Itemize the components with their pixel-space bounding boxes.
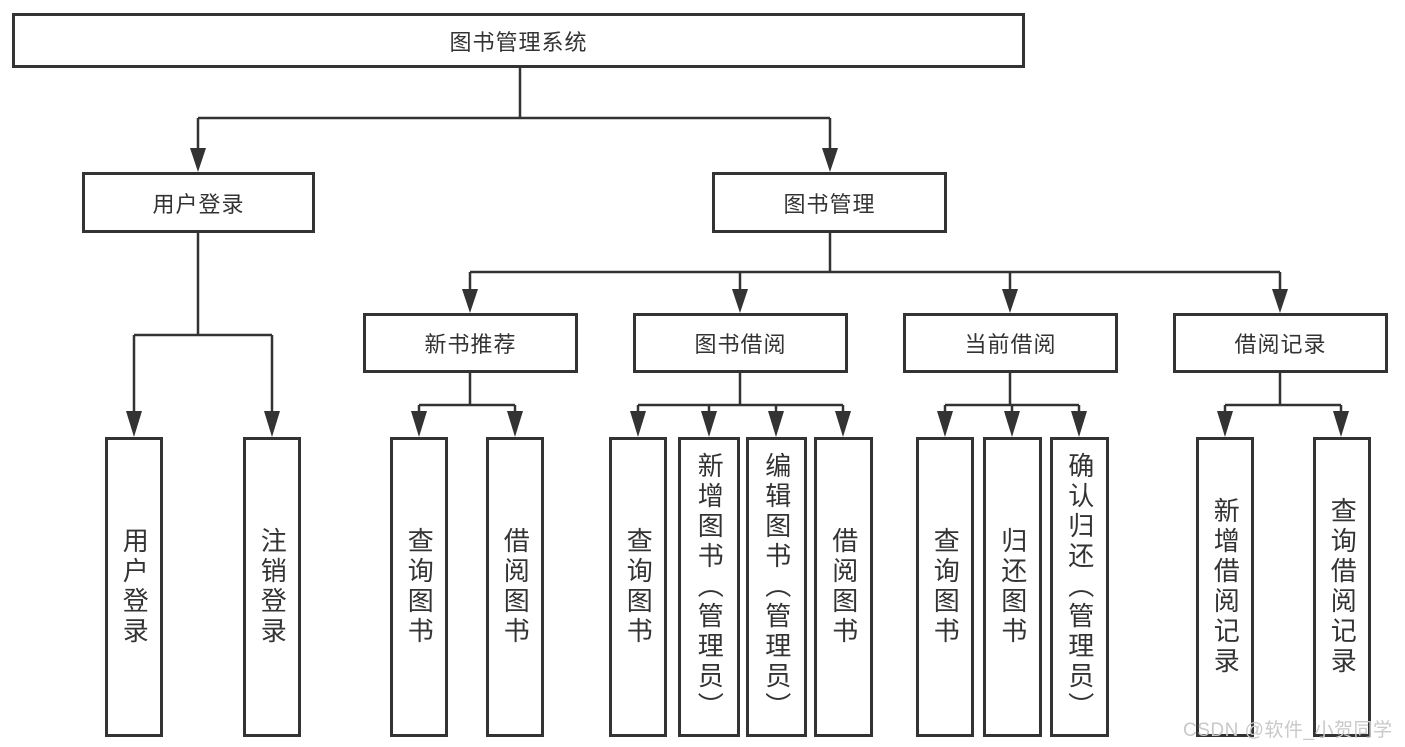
node-book-management-label: 图书管理 — [783, 191, 876, 217]
node-new-book-recommendation: 新书推荐 — [363, 313, 578, 373]
leaf-logout: 注销登录 — [243, 437, 301, 737]
leaf-add-books-admin-label: 新增图书（管理员） — [694, 452, 725, 722]
leaf-query-books-current-label: 查询图书 — [930, 527, 961, 647]
leaf-query-books-current: 查询图书 — [916, 437, 974, 737]
leaf-logout-label: 注销登录 — [257, 527, 288, 647]
leaf-query-books-borrow-label: 查询图书 — [623, 527, 654, 647]
node-root-label: 图书管理系统 — [449, 29, 588, 55]
node-book-borrowing-label: 图书借阅 — [694, 332, 787, 357]
leaf-query-borrow-record-label: 查询借阅记录 — [1327, 497, 1358, 677]
leaf-return-books-label: 归还图书 — [997, 527, 1028, 647]
leaf-borrow-books-newbook-label: 借阅图书 — [500, 527, 531, 647]
leaf-query-borrow-record: 查询借阅记录 — [1313, 437, 1371, 737]
node-user-login-label: 用户登录 — [152, 191, 245, 217]
leaf-user-login: 用户登录 — [105, 437, 163, 737]
leaf-add-books-admin: 新增图书（管理员） — [678, 437, 740, 737]
node-current-borrowing: 当前借阅 — [903, 313, 1118, 373]
leaf-query-books-newbook-label: 查询图书 — [404, 527, 435, 647]
leaf-query-books-borrow: 查询图书 — [609, 437, 667, 737]
node-user-login: 用户登录 — [82, 172, 315, 233]
leaf-borrow-books-borrow: 借阅图书 — [814, 437, 873, 737]
leaf-query-books-newbook: 查询图书 — [390, 437, 448, 737]
node-current-borrowing-label: 当前借阅 — [964, 332, 1057, 357]
leaf-user-login-label: 用户登录 — [119, 527, 150, 647]
node-book-borrowing: 图书借阅 — [633, 313, 848, 373]
node-new-book-recommendation-label: 新书推荐 — [424, 332, 517, 357]
node-borrowing-records-label: 借阅记录 — [1234, 332, 1327, 357]
csdn-watermark: CSDN @软件_小贺同学 — [1183, 720, 1393, 741]
node-borrowing-records: 借阅记录 — [1173, 313, 1388, 373]
leaf-confirm-return-admin-label: 确认归还（管理员） — [1064, 452, 1095, 722]
leaf-edit-books-admin: 编辑图书（管理员） — [746, 437, 807, 737]
leaf-borrow-books-newbook: 借阅图书 — [486, 437, 544, 737]
leaf-add-borrow-record-label: 新增借阅记录 — [1210, 497, 1241, 677]
leaf-borrow-books-borrow-label: 借阅图书 — [828, 527, 859, 647]
leaf-add-borrow-record: 新增借阅记录 — [1196, 437, 1254, 737]
leaf-return-books: 归还图书 — [983, 437, 1042, 737]
node-book-management: 图书管理 — [712, 172, 947, 233]
node-root: 图书管理系统 — [12, 13, 1025, 68]
leaf-edit-books-admin-label: 编辑图书（管理员） — [761, 452, 792, 722]
leaf-confirm-return-admin: 确认归还（管理员） — [1050, 437, 1109, 737]
